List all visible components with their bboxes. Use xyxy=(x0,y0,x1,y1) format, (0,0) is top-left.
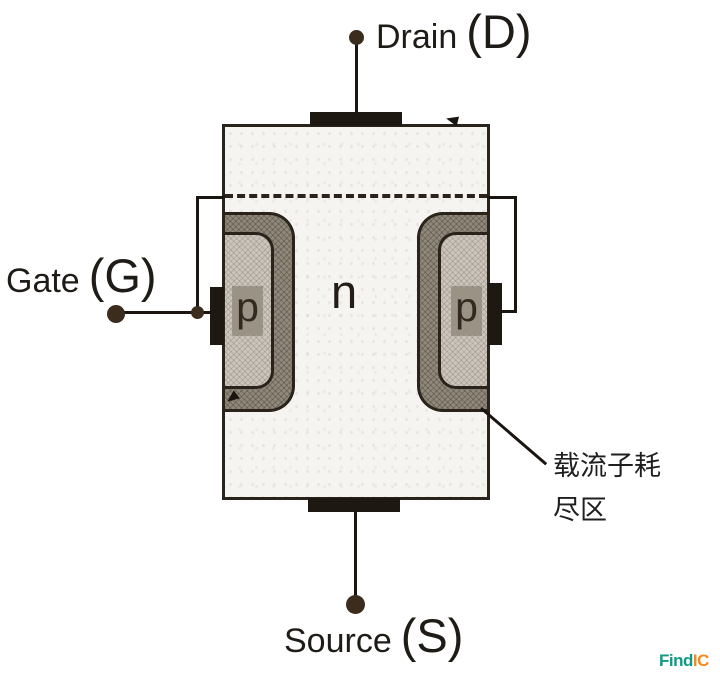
source-wire xyxy=(354,512,357,597)
gate-loop-right-connector xyxy=(500,310,517,313)
source-label: Source (S) xyxy=(284,608,463,663)
gate-loop-left-vertical xyxy=(196,196,199,313)
gate-terminal-dot xyxy=(107,305,125,323)
annotation-line-1: 载流子耗 xyxy=(553,451,661,481)
findic-watermark-logo: FindIC xyxy=(659,651,709,671)
watermark-part-2: IC xyxy=(692,651,710,670)
annotation-pointer-line xyxy=(480,407,548,466)
n-region-label: n xyxy=(331,265,358,318)
drain-label: Drain (D) xyxy=(376,4,532,59)
p-region-label-left: p xyxy=(236,283,259,330)
watermark-part-1: Find xyxy=(659,651,693,670)
gate-loop-right-horizontal xyxy=(487,196,517,199)
gate-loop-right-vertical xyxy=(514,196,517,313)
drain-label-symbol: (D) xyxy=(466,5,532,58)
drain-label-name: Drain xyxy=(376,18,458,56)
drain-terminal-dot xyxy=(349,30,364,45)
gate-junction-dot xyxy=(191,306,204,319)
p-region-label-box-right: p xyxy=(452,283,481,335)
drain-electrode xyxy=(310,112,402,126)
depletion-boundary-dashed-line xyxy=(225,194,487,198)
p-region-right xyxy=(438,232,487,389)
source-electrode xyxy=(308,498,400,512)
source-terminal-dot xyxy=(346,595,365,614)
p-region-label-right: p xyxy=(455,283,478,330)
gate-electrode-right xyxy=(488,283,502,345)
annotation-line-2: 尽区 xyxy=(553,495,607,525)
gate-wire xyxy=(114,311,212,314)
gate-electrode-left xyxy=(210,287,224,345)
gate-loop-left-horizontal xyxy=(196,196,225,199)
gate-label-name: Gate xyxy=(6,262,80,300)
drain-wire xyxy=(355,44,358,114)
depletion-region-annotation: 载流子耗 尽区 xyxy=(553,444,661,532)
source-label-symbol: (S) xyxy=(400,609,464,662)
p-region-label-box-left: p xyxy=(233,283,262,335)
source-label-name: Source xyxy=(284,622,392,660)
gate-label: Gate (G) xyxy=(6,248,157,303)
gate-label-symbol: (G) xyxy=(88,249,157,302)
